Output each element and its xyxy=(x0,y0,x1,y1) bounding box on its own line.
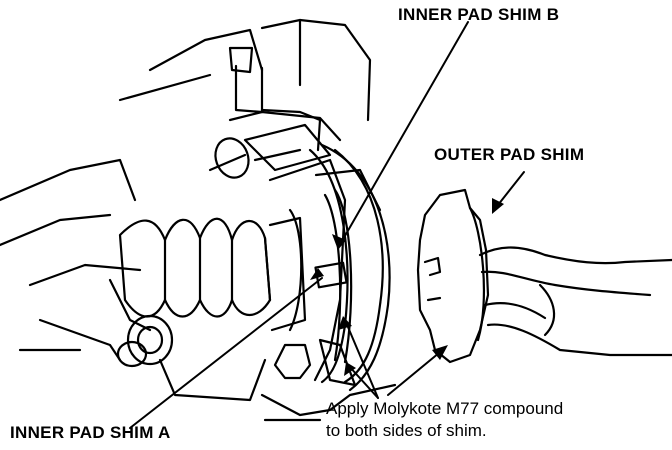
cv-joint-boot xyxy=(118,216,307,332)
note-line-2: to both sides of shim. xyxy=(326,421,487,440)
steering-knuckle xyxy=(260,158,397,422)
arrowheads xyxy=(310,198,504,376)
inner-pad-shim-b-label: INNER PAD SHIM B xyxy=(398,5,560,24)
inner-pad xyxy=(314,188,357,387)
note-line-1: Apply Molykote M77 compound xyxy=(326,399,564,418)
hand xyxy=(478,246,672,357)
lubrication-note: Apply Molykote M77 compound to both side… xyxy=(326,398,563,442)
ball-joint xyxy=(116,314,267,402)
strut-assembly xyxy=(118,18,372,179)
leader-lines xyxy=(129,21,525,429)
outer-pad-shim-label: OUTER PAD SHIM xyxy=(434,145,585,164)
inner-pad-shim-a-label: INNER PAD SHIM A xyxy=(10,423,171,442)
lower-arm xyxy=(0,158,152,362)
outer-pad-shim-drawing xyxy=(416,188,490,364)
